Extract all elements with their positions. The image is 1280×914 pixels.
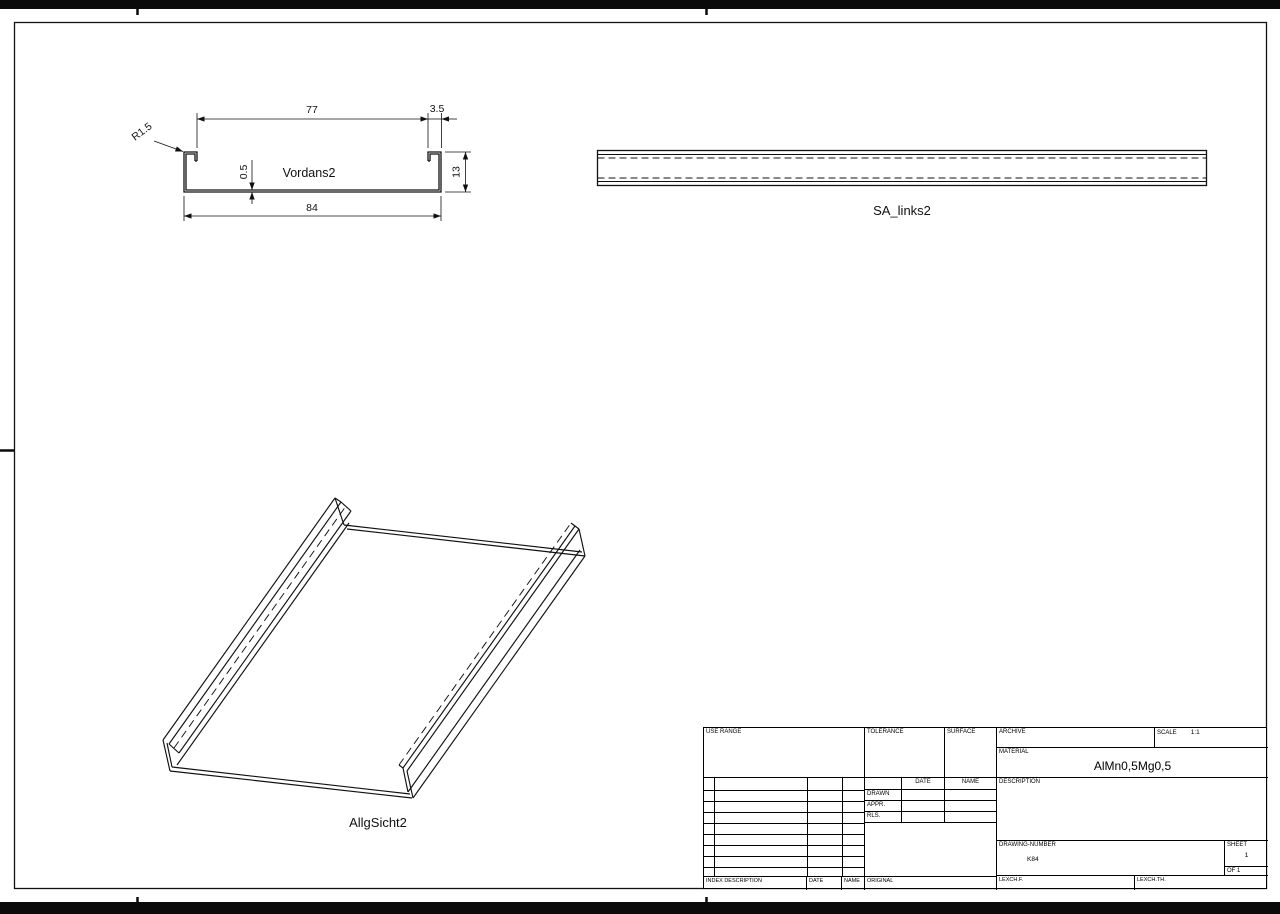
revision-row-line [704, 812, 864, 813]
fold-marks [0, 0, 708, 914]
date-header-cell: DATE [902, 778, 945, 790]
revision-col-line [842, 778, 843, 876]
exchange-f-cell: LEXCH.F. [997, 876, 1135, 890]
exchange-th-cell: LEXCH.TH. [1137, 877, 1166, 883]
material-label: MATERIAL [999, 749, 1029, 755]
revision-row-line [704, 801, 864, 802]
view-vordans2: 77 3.5 R1.5 0.5 84 13 Vordans2 [130, 103, 471, 221]
dim-radius: R1.5 [130, 120, 155, 143]
vordans2-label: Vordans2 [283, 166, 336, 180]
drawing-number-label: DRAWING-NUMBER [999, 842, 1056, 848]
rev-date-cell: DATE [807, 876, 842, 890]
revision-grid [704, 778, 865, 876]
released-name-cell [945, 812, 997, 823]
sheet-number: 1 [1244, 852, 1249, 859]
scale-value: 1:1 [1190, 729, 1200, 736]
sheet-cell: SHEET 1 [1225, 841, 1268, 867]
dim-inner-width: 77 [306, 104, 318, 116]
top-edge-bar [0, 0, 1280, 9]
scale-cell: SCALE 1:1 [1155, 728, 1268, 748]
bottom-edge-bar [0, 902, 1280, 914]
approved-name-cell [945, 801, 997, 812]
revision-row-line [704, 856, 864, 857]
approved-label-cell: APPR. [865, 801, 902, 812]
material-value: AlMn0,5Mg0,5 [1093, 759, 1172, 773]
index-description-cell: INDEX DESCRIPTION [704, 876, 807, 890]
tolerance-cell: TOLERANCE [865, 728, 945, 778]
drawn-name-cell [945, 790, 997, 801]
sig-gap-cell [865, 778, 902, 790]
sa-links2-label: SA_links2 [873, 203, 931, 218]
revision-row-line [704, 834, 864, 835]
dim-lip: 3.5 [430, 103, 445, 115]
drawing-number-value: K84 [1027, 856, 1039, 863]
vordans2-dimension-lines [153, 113, 471, 221]
description-cell: DESCRIPTION [997, 778, 1268, 841]
scale-label: SCALE [1157, 730, 1177, 736]
vordans2-dim-text: 77 3.5 R1.5 0.5 84 13 [130, 103, 463, 214]
revision-col-line [714, 778, 715, 876]
drawn-label-cell: DRAWN [865, 790, 902, 801]
revision-col-line [807, 778, 808, 876]
title-block: USE RANGE TOLERANCE SURFACE ARCHIVE SCAL… [703, 727, 1268, 890]
vordans2-profile [183, 151, 442, 193]
allgsicht2-label: AllgSicht2 [349, 815, 407, 830]
sa-links2-outline [596, 149, 1208, 187]
sheet-of-cell: OF 1 [1225, 867, 1268, 876]
dim-thickness: 0.5 [238, 165, 250, 180]
revision-row-line [704, 845, 864, 846]
revision-row-line [704, 867, 864, 868]
revision-row-line [704, 790, 864, 791]
surface-cell: SURFACE [945, 728, 997, 778]
name-header-cell: NAME [945, 778, 997, 790]
material-cell: MATERIAL AlMn0,5Mg0,5 [997, 748, 1268, 778]
archive-cell: ARCHIVE [997, 728, 1155, 748]
drawing-number-cell: DRAWING-NUMBER K84 [997, 841, 1225, 876]
released-label-cell: RLS. [865, 812, 902, 823]
approved-date-cell [902, 801, 945, 812]
sig-empty-cell [865, 823, 997, 876]
view-allgsicht2: AllgSicht2 [162, 497, 586, 830]
dim-outer-width: 84 [306, 202, 318, 214]
released-date-cell [902, 812, 945, 823]
sheet-label: SHEET [1227, 842, 1248, 848]
revision-row-line [704, 823, 864, 824]
original-cell: ORIGINAL [865, 876, 997, 890]
dim-height: 13 [451, 166, 463, 178]
use-range-cell: USE RANGE [704, 728, 865, 778]
drawn-date-cell [902, 790, 945, 801]
view-sa-links2: SA_links2 [596, 149, 1208, 218]
rev-name-cell: NAME [842, 876, 865, 890]
border-frame [13, 21, 1268, 890]
